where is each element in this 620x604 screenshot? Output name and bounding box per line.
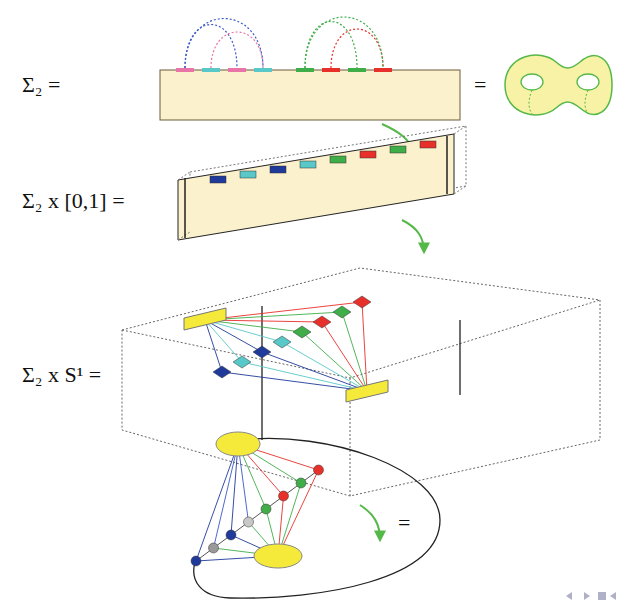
- square-vertex: [293, 326, 311, 338]
- slab-square: [360, 151, 376, 158]
- edge-segment: [348, 68, 366, 72]
- square-vertex: [213, 366, 231, 378]
- fan-line: [262, 352, 367, 391]
- fan-line: [231, 444, 238, 535]
- graph-vertex: [244, 517, 254, 527]
- slab-square: [270, 166, 286, 173]
- gluing-arc: [185, 19, 263, 69]
- edge-segment: [176, 68, 194, 72]
- graph-vertex: [261, 504, 271, 514]
- square-vertex: [273, 336, 291, 348]
- fan-line: [362, 302, 367, 391]
- slab-square: [390, 146, 406, 153]
- space-label: Σ₂ x [0,1] =: [22, 188, 125, 214]
- edge-segment: [374, 68, 392, 72]
- edge-segment: [322, 68, 340, 72]
- square-vertex: [353, 296, 371, 308]
- fan-line: [205, 320, 262, 352]
- slab-square: [300, 161, 316, 168]
- fan-line: [205, 320, 242, 362]
- equals-sign: =: [474, 72, 486, 98]
- graph-vertex: [226, 530, 236, 540]
- graph-vertex: [314, 465, 324, 475]
- graph-vertex: [279, 491, 289, 501]
- square-vertex: [253, 346, 271, 358]
- fan-line: [322, 322, 367, 391]
- gluing-arc: [185, 25, 237, 69]
- fan-line: [222, 372, 367, 391]
- graph-vertex: [296, 478, 306, 488]
- spine-line: [196, 470, 319, 561]
- graph-vertex: [191, 556, 201, 566]
- square-vertex: [333, 306, 351, 318]
- space-label: Σ₂ =: [22, 72, 60, 98]
- space-label: Σ₂ x S¹ =: [22, 362, 101, 388]
- slab-square: [420, 141, 436, 148]
- edge-segment: [202, 68, 220, 72]
- edge-segment: [296, 68, 314, 72]
- gluing-arc: [305, 22, 357, 69]
- fan-line: [278, 470, 319, 556]
- edge-segment: [254, 68, 272, 72]
- fan-line: [205, 302, 362, 320]
- slab-square: [210, 176, 226, 183]
- fan-line: [196, 444, 238, 561]
- slab-square: [330, 156, 346, 163]
- square-vertex: [233, 356, 251, 368]
- equals-sign: =: [398, 510, 410, 536]
- square-vertex: [313, 316, 331, 328]
- slab-square: [240, 171, 256, 178]
- fan-line: [242, 362, 367, 391]
- fan-line: [205, 320, 282, 342]
- gluing-arc: [305, 17, 383, 68]
- graph-vertex: [209, 543, 219, 553]
- fan-line: [214, 444, 239, 548]
- edge-segment: [228, 68, 246, 72]
